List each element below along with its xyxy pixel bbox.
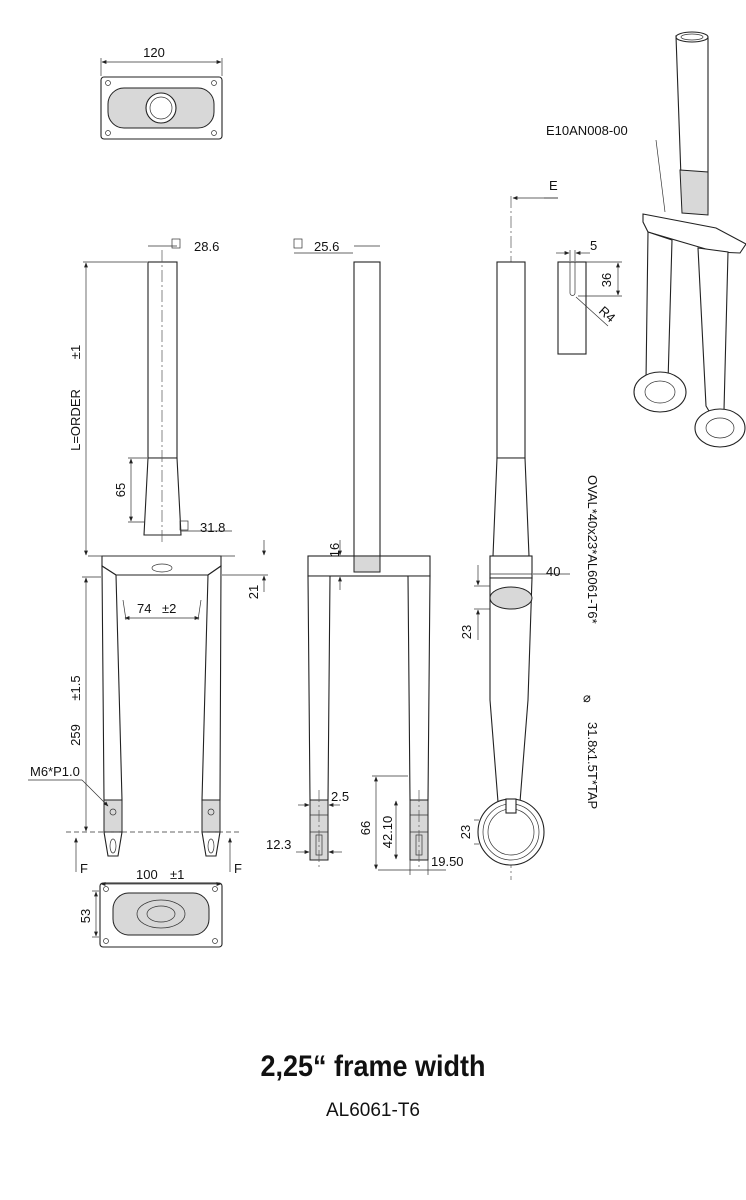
fork-isometric-view: E10AN008-00 [546, 31, 746, 448]
dropout-dim3-label: 66 [358, 821, 373, 835]
section-f-left: F [80, 861, 88, 876]
slot-r-label: R4 [596, 303, 618, 325]
slot-h-label: 36 [599, 273, 614, 287]
dropout-dim2-label: 12.3 [266, 837, 291, 852]
fork-profile-view: E 40 23 23 OVAL*40x23*AL6061-T6* ⌀ 31.8x… [458, 178, 600, 880]
clamp-dim-label: 23 [458, 825, 473, 839]
tube-spec-label: 31.8x1.5T*TAP [585, 722, 600, 809]
crown-h-label: 21 [246, 585, 261, 599]
steerer-sq2-label: 25.6 [314, 239, 339, 254]
crown-top-view: 120 [100, 45, 223, 140]
fork-side-view: 25.6 16 2.5 12.3 66 42.10 [266, 238, 464, 875]
dropout-dim1-label: 2.5 [331, 789, 349, 804]
taper-len-label: 65 [113, 483, 128, 497]
top-width-label: 120 [143, 45, 165, 60]
slot-detail: 5 36 R4 [556, 238, 622, 355]
dropout-dim5-label: 19.50 [431, 854, 464, 869]
leg-spacing-label: 74 [137, 601, 151, 616]
leg-spacing-tol-label: ±2 [162, 601, 176, 616]
thread-label: M6*P1.0 [30, 764, 80, 779]
steerer-base-sq-label: 31.8 [200, 520, 225, 535]
section-e-label: E [549, 178, 558, 193]
fork-front-view: 28.6 31.8 L=ORDER ±1 65 21 74 ±2 259 ±1.… [28, 238, 268, 876]
drawing-title: 2,25“ frame width [260, 1050, 486, 1083]
oval-spec-label: OVAL*40x23*AL6061-T6* [585, 475, 600, 624]
length-label: L=ORDER [68, 389, 83, 451]
slot-w-label: 5 [590, 238, 597, 253]
dropout-bottom-view: 100 ±1 53 [78, 867, 223, 948]
bottom-depth-label: 53 [78, 909, 93, 923]
part-number-label: E10AN008-00 [546, 123, 628, 138]
dropout-dim4-label: 42.10 [380, 816, 395, 849]
drawing-subtitle: AL6061-T6 [325, 1100, 420, 1121]
length-tol-label: ±1 [68, 345, 83, 359]
oval-w-label: 40 [546, 564, 560, 579]
oval-h-label: 23 [459, 625, 474, 639]
leg-len-label: 259 [68, 724, 83, 746]
bottom-width-label: 100 [136, 867, 158, 882]
diameter-icon: ⌀ [583, 690, 591, 705]
bottom-width-tol-label: ±1 [170, 867, 184, 882]
leg-len-tol-label: ±1.5 [68, 675, 83, 700]
section-f-right: F [234, 861, 242, 876]
steerer-sq1-label: 28.6 [194, 239, 219, 254]
crown-h2-label: 16 [327, 543, 342, 557]
